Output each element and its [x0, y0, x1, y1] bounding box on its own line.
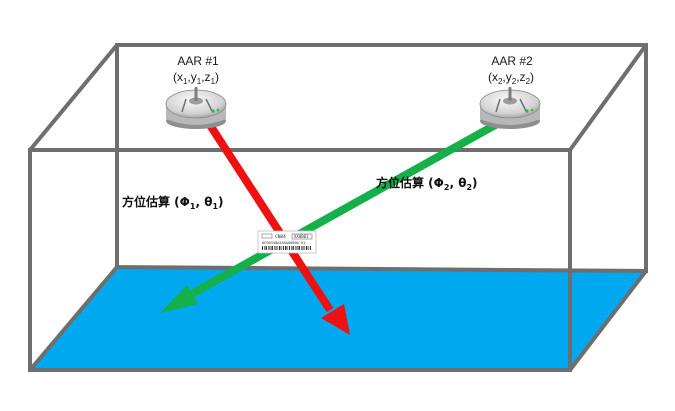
room-edge-top-left [28, 43, 119, 152]
bearing-estimate-label-1: 方位估算 (Φ1, θ1) [122, 194, 224, 211]
reader-1-antenna-icon [165, 87, 227, 129]
tag-top-left-text: CN04 [275, 234, 286, 240]
reader-2-antenna-icon [479, 87, 541, 129]
tag-code-text: 0F00348A4A6A00000 01 [262, 241, 305, 245]
tag-top-right-text: XX0B01 [294, 234, 309, 239]
tag-barcode [262, 246, 311, 250]
reader-1: AAR #1 (x1,y1,z1) [165, 54, 227, 129]
bearing-arrow-1 [204, 119, 350, 335]
rfid-tag: CN04 XX0B01 0F00348A4A6A00000 01 [257, 230, 317, 254]
room-edge-bottom-left [28, 265, 119, 372]
reader-1-coord: (x1,y1,z1) [173, 70, 219, 86]
room-wireframe [28, 43, 648, 372]
bearing-arrow-2-head [160, 285, 198, 313]
bearing-estimate-label-2: 方位估算 (Φ2, θ2) [376, 175, 478, 192]
reader-2: AAR #2 (x2,y2,z2) [479, 54, 541, 129]
room-edge-top-right [568, 43, 648, 152]
tag-top-right-box [291, 233, 313, 240]
bearing-arrow-1-head [321, 304, 350, 335]
reader-1-label: AAR #1 [177, 54, 219, 68]
reader-2-label: AAR #2 [491, 54, 533, 68]
reader-2-coord: (x2,y2,z2) [488, 70, 534, 86]
bearing-arrow-2 [160, 120, 499, 313]
tag-header-box [261, 233, 273, 239]
room-edge-bottom-right [568, 269, 648, 372]
